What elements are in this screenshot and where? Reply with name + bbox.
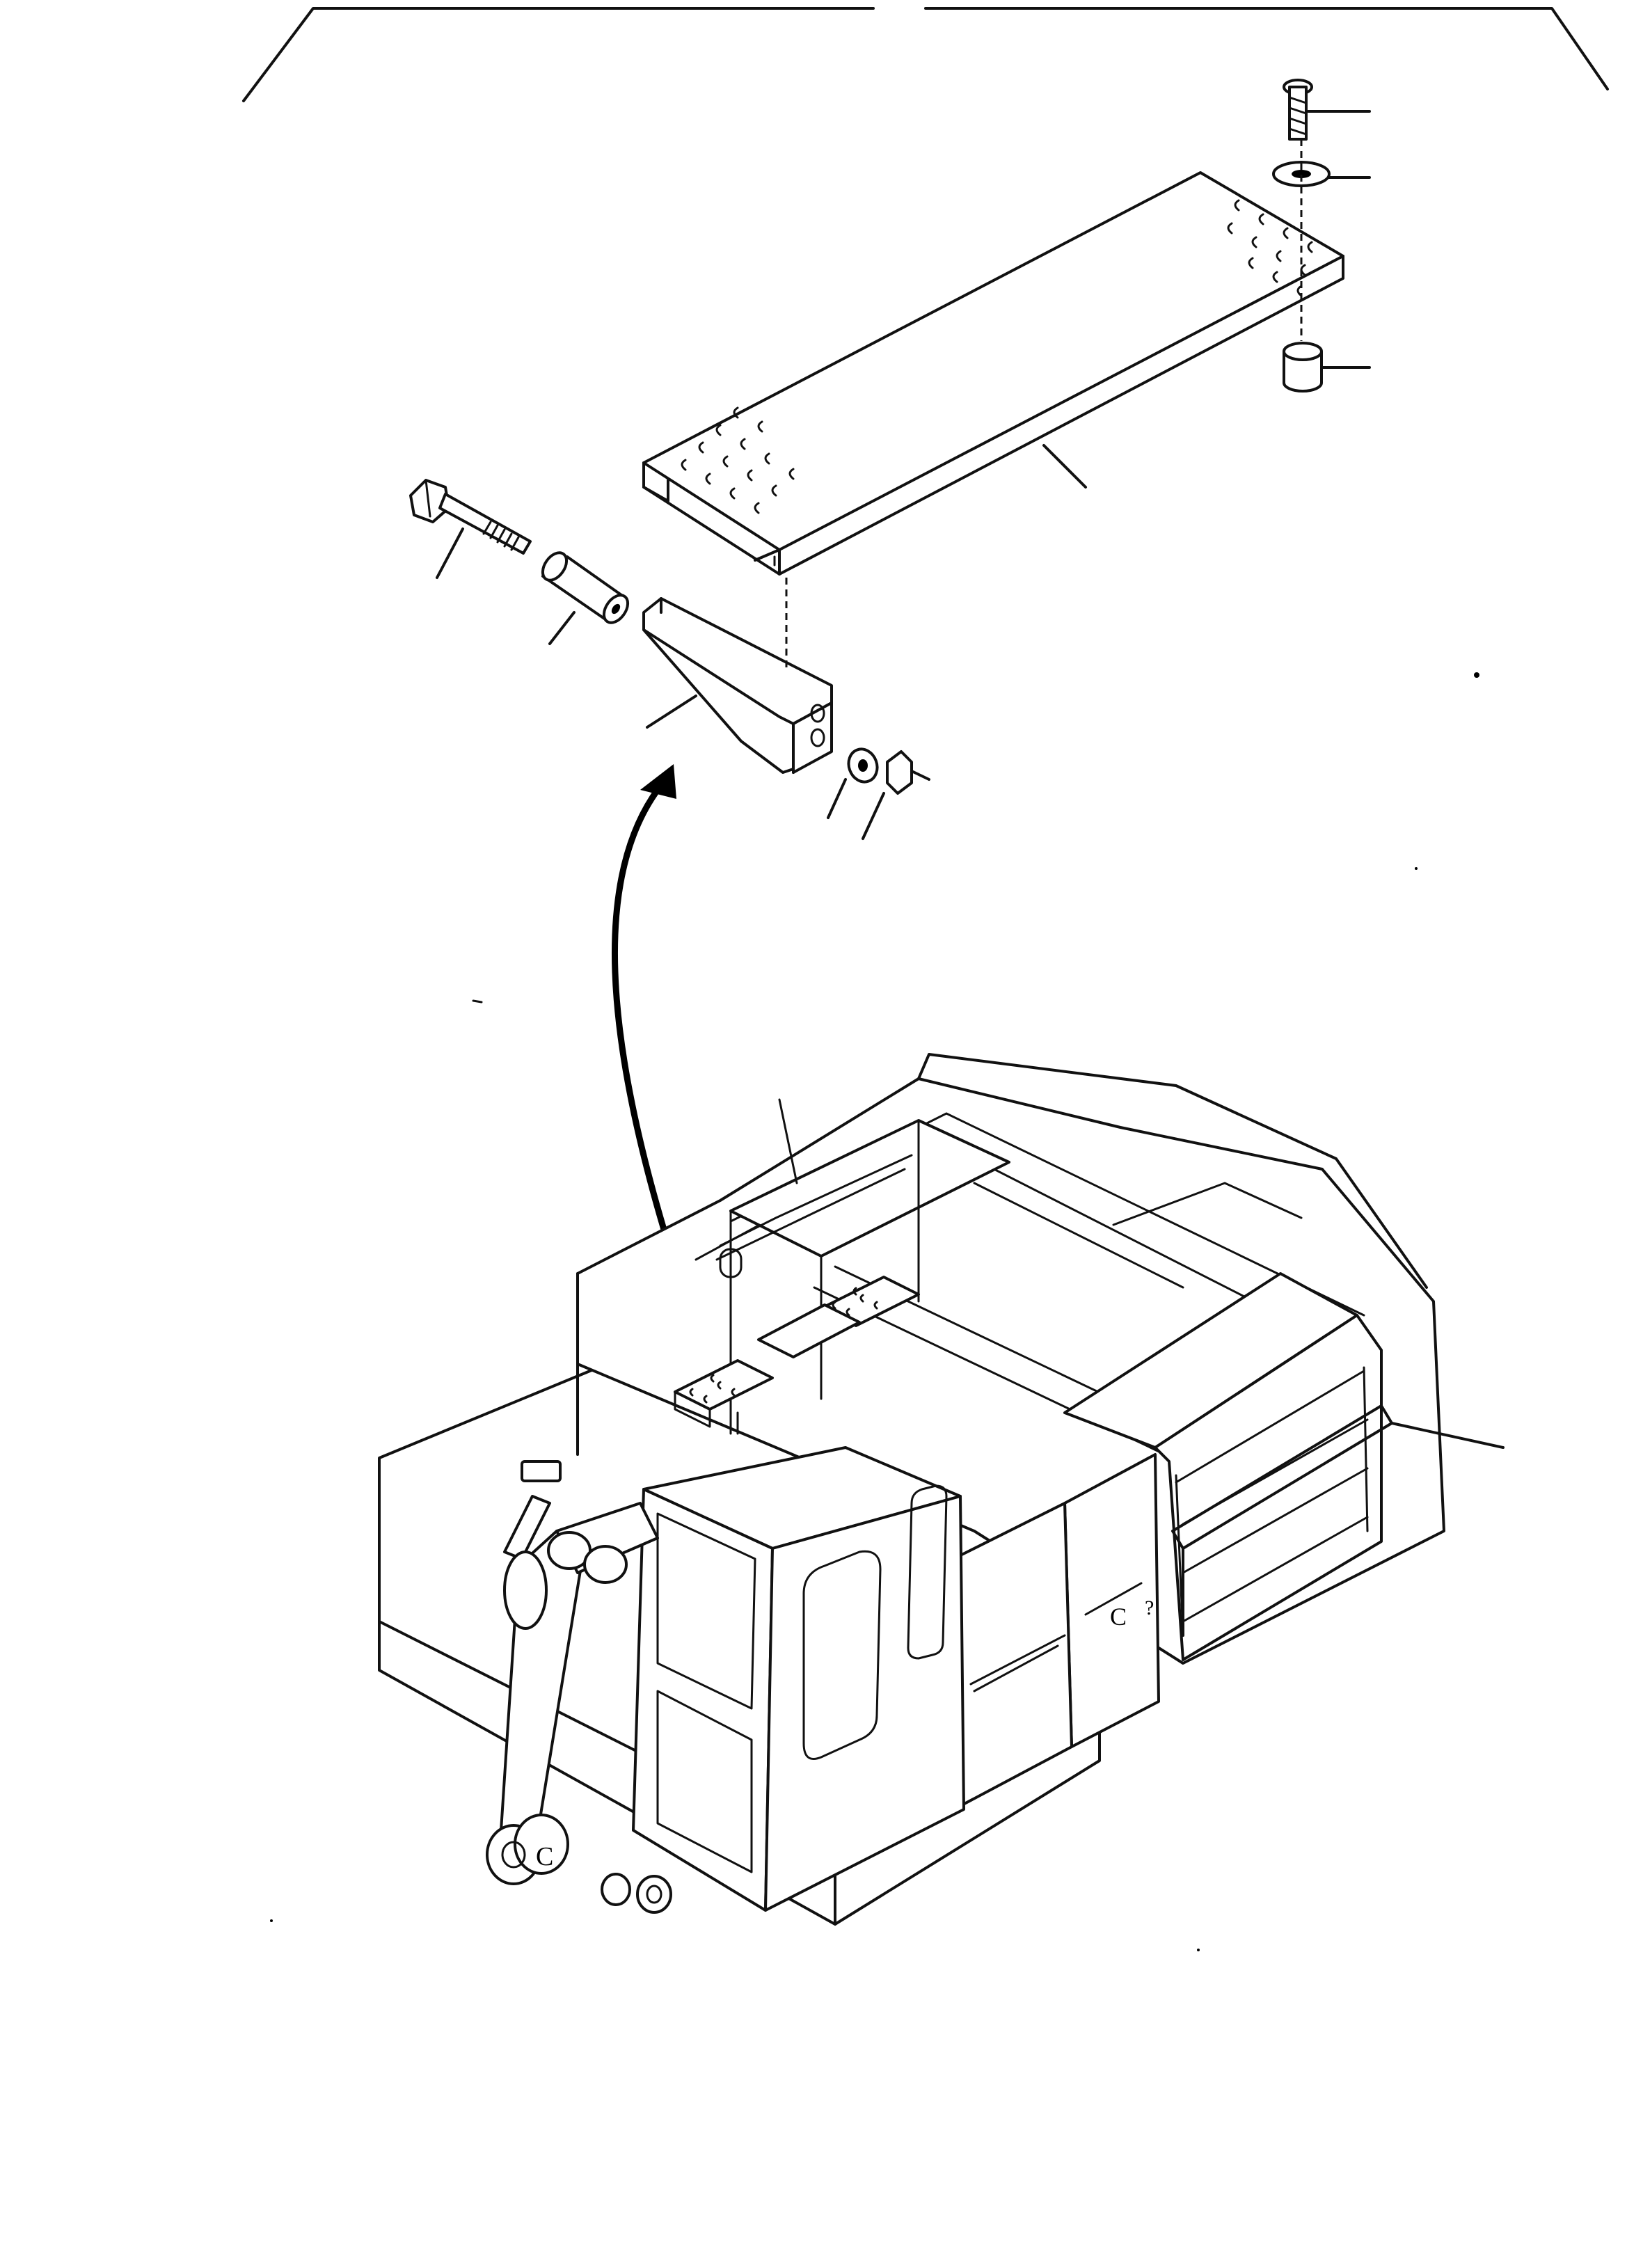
swing-cylinder	[503, 1460, 562, 1630]
bracket	[642, 597, 833, 774]
bolt-leader	[436, 528, 464, 579]
bracket-leader	[646, 695, 697, 729]
svg-text:?: ?	[1145, 1596, 1154, 1619]
screw	[1283, 79, 1313, 141]
washer-leader	[827, 778, 847, 819]
frame-border	[242, 7, 1609, 102]
side-compartment	[952, 1502, 1073, 1807]
spacer-collar	[541, 551, 630, 624]
lower-nut	[1283, 342, 1323, 392]
pointer-arrow	[611, 764, 689, 1301]
installed-step-plate-lower	[674, 1359, 774, 1435]
step-plate-holes-left	[681, 406, 795, 514]
scan-specks	[270, 672, 1479, 1951]
nut-leader	[862, 792, 885, 840]
washer	[847, 747, 879, 784]
oval-washer	[1272, 161, 1331, 187]
installed-step-plate-upper	[757, 1276, 920, 1358]
svg-text:C: C	[1110, 1603, 1127, 1631]
handrail-leader	[1390, 1422, 1505, 1449]
bolt	[409, 479, 532, 555]
nut	[886, 750, 930, 795]
svg-text:C: C	[536, 1842, 553, 1871]
spacer-collar-leader	[548, 611, 576, 645]
engine-hood	[1063, 1272, 1383, 1661]
side-door: C ?	[1063, 1453, 1160, 1748]
step-plate-leader	[1042, 444, 1087, 489]
operator-cab	[632, 1446, 1066, 1912]
step-plate	[642, 171, 1344, 576]
rear-step-platform	[715, 1098, 1010, 1435]
